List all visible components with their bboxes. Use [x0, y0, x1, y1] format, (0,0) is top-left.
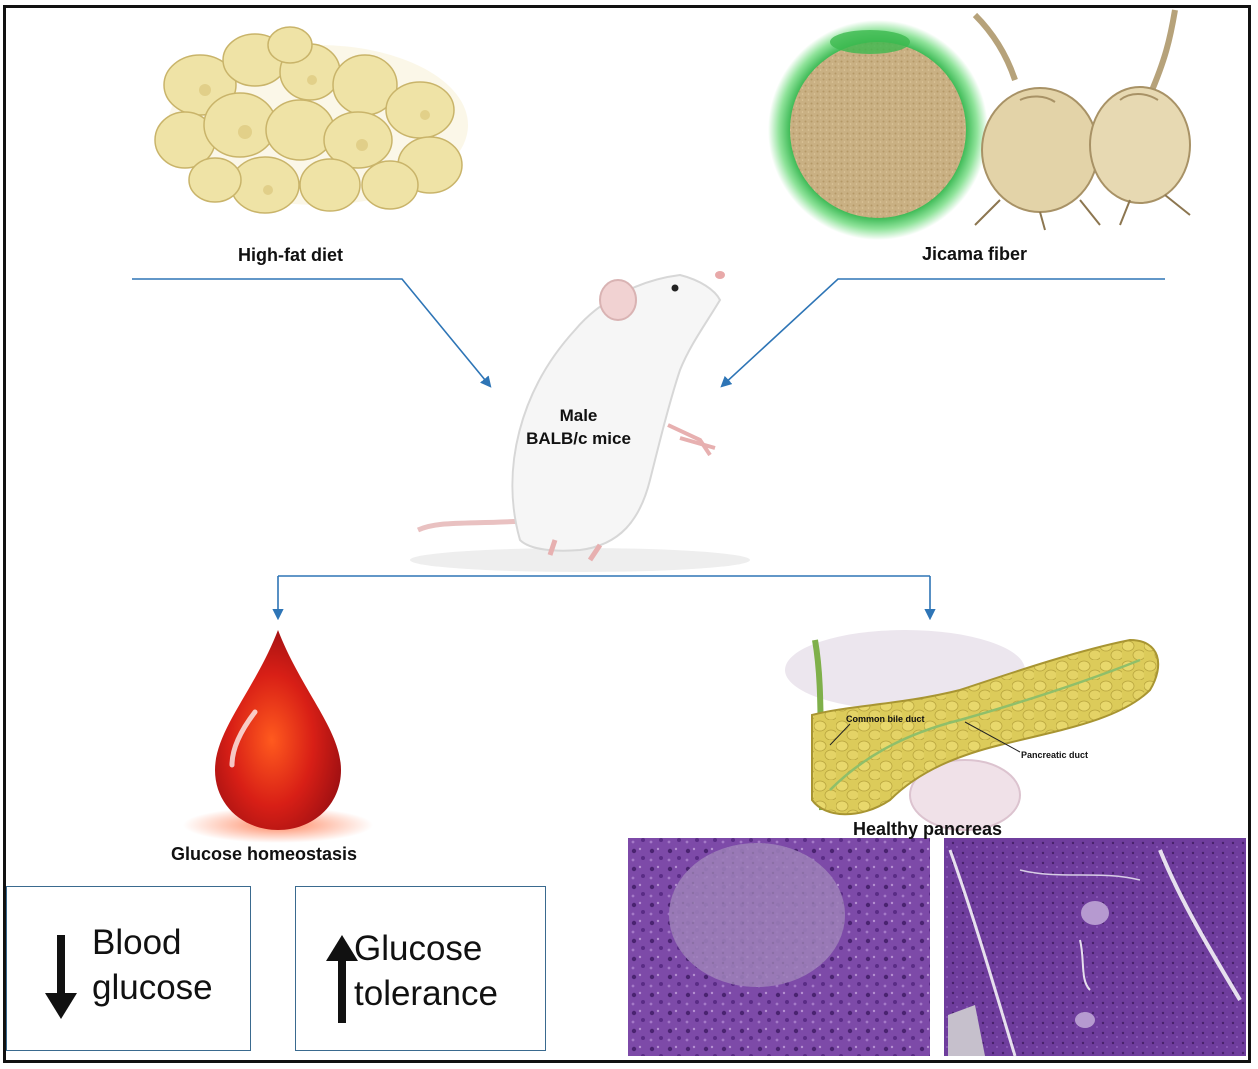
high-fat-diet-image: [154, 26, 468, 214]
pancreas-illustration: [785, 630, 1160, 831]
histology-panel-overview: [944, 838, 1246, 1057]
glucose-homeostasis-label: Glucose homeostasis: [171, 844, 358, 864]
jicama-fiber-label: Jicama fiber: [922, 244, 1028, 264]
glucose-tolerance-text-line1: Glucose: [354, 929, 483, 968]
high-fat-diet-label: High-fat diet: [238, 245, 343, 265]
histology-panel-islet: [628, 838, 930, 1056]
blood-glucose-text-line2: glucose: [92, 968, 213, 1007]
mice-label-line1: Male: [559, 406, 598, 425]
down-arrow-icon: [45, 935, 77, 1019]
mice-label-line2: BALB/c mice: [526, 429, 631, 448]
blood-drop-icon: [183, 630, 373, 843]
jicama-fiber-image: [768, 9, 1191, 240]
common-bile-duct-label: Common bile duct: [846, 714, 925, 724]
connector-lines: [132, 278, 1165, 621]
blood-glucose-box: Blood glucose: [6, 886, 251, 1051]
pancreatic-duct-label: Pancreatic duct: [1021, 750, 1089, 760]
glucose-tolerance-box: Glucose tolerance: [295, 886, 546, 1051]
healthy-pancreas-label: Healthy pancreas: [853, 819, 1003, 839]
mouse-image: [410, 271, 750, 572]
glucose-tolerance-text-line2: tolerance: [354, 974, 498, 1013]
blood-glucose-text-line1: Blood: [92, 923, 182, 962]
up-arrow-icon: [326, 935, 358, 1023]
